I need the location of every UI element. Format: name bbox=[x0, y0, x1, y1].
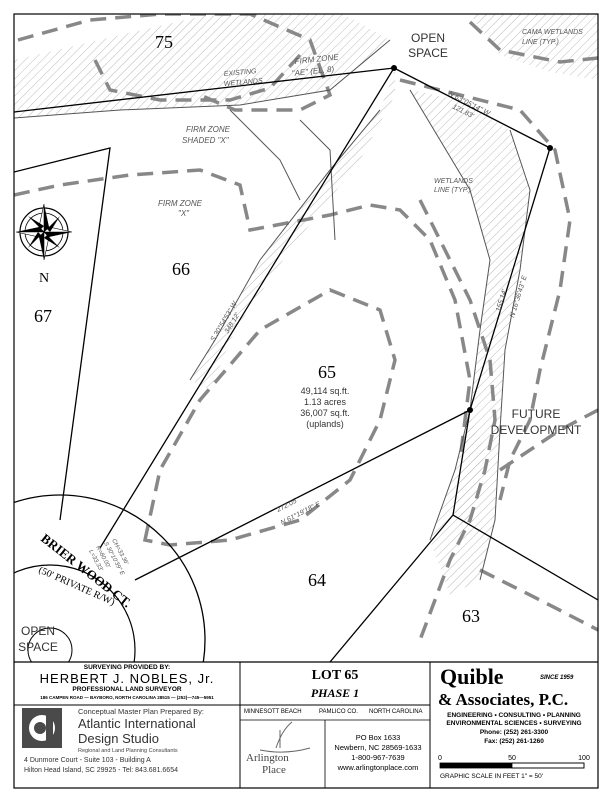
arlington-place-logo-icon bbox=[259, 721, 311, 753]
lot65-right-line bbox=[469, 147, 551, 411]
lot65-bottom-line bbox=[134, 409, 471, 581]
quible-fax: Fax: (252) 261-1260 bbox=[484, 738, 544, 745]
scale-label-50: 50 bbox=[508, 755, 516, 762]
dashed-line-uplands bbox=[142, 288, 397, 547]
quible-services-2: ENVIRONMENTAL SCIENCES • SURVEYING bbox=[446, 720, 582, 727]
firm-zone-ae-elev: "AE" (EL. 8) bbox=[291, 65, 335, 78]
survey-point-1 bbox=[391, 65, 397, 71]
aids-address-1: 4 Dunmore Court - Suite 103 - Building A bbox=[24, 757, 151, 764]
lot-area-sqft: 49,114 sq.ft. bbox=[301, 386, 350, 396]
location-beach: MINNESOTT BEACH bbox=[244, 709, 302, 715]
lot-number-66: 66 bbox=[172, 259, 190, 279]
cul-de-sac-outer bbox=[14, 494, 206, 662]
lot-area-acres: 1.13 acres bbox=[304, 397, 347, 407]
future-development-label: FUTURE bbox=[512, 407, 561, 421]
arlington-city: Newbern, NC 28569-1633 bbox=[334, 743, 422, 752]
aids-tagline: Regional and Land Planning Consultants bbox=[78, 748, 178, 754]
scale-text: GRAPHIC SCALE IN FEET 1" = 50' bbox=[440, 773, 543, 780]
lot-area-uplands-label: (uplands) bbox=[306, 419, 344, 429]
dashed-line-wetlands bbox=[418, 199, 497, 641]
survey-point-3 bbox=[467, 407, 473, 413]
wetlands-line-label: WETLANDS bbox=[434, 178, 473, 185]
dashed-line-future bbox=[499, 408, 598, 472]
arlington-website: www.arlingtonplace.com bbox=[337, 763, 419, 772]
cama-wetlands-label: CAMA WETLANDS bbox=[522, 29, 583, 36]
arlington-phone: 1-800-967-7639 bbox=[351, 753, 405, 762]
wetlands-line-label-2: LINE (TYP.) bbox=[434, 187, 471, 194]
dashed-line-bottom-right bbox=[479, 568, 598, 632]
dashed-line-75 bbox=[93, 53, 302, 102]
surveyor-name: HERBERT J. NOBLES, Jr. bbox=[39, 671, 215, 686]
arlington-logo-text-2: Place bbox=[262, 764, 286, 776]
wetland-hatch-top bbox=[14, 14, 390, 118]
thin-line-5 bbox=[299, 119, 336, 241]
surveyor-address: 186 CAMPEN ROAD — BAYBORO, NORTH CAROLIN… bbox=[40, 695, 214, 700]
quible-name: Quible bbox=[440, 664, 504, 689]
drawing-frame bbox=[13, 13, 599, 789]
quible-associates: & Associates, P.C. bbox=[438, 690, 569, 709]
cul-de-sac-inner bbox=[14, 564, 136, 662]
lot-line-66-67 bbox=[14, 147, 111, 521]
graphic-scale bbox=[439, 762, 585, 769]
wetland-hatch-left bbox=[190, 70, 395, 390]
thin-line-6 bbox=[229, 109, 301, 201]
arlington-logo-text: Arlington bbox=[246, 752, 289, 764]
thin-line-4 bbox=[479, 129, 531, 581]
survey-point-2 bbox=[547, 145, 553, 151]
aids-address-2: Hilton Head Island, SC 29925 - Tel: 843.… bbox=[24, 767, 178, 774]
firm-zone-x-label: FIRM ZONE bbox=[158, 199, 203, 208]
open-space-bottom-label-2: SPACE bbox=[18, 640, 58, 654]
lot-number-67: 67 bbox=[34, 306, 52, 326]
lot-line-64-bottom bbox=[329, 514, 454, 662]
aids-name-line-2: Design Studio bbox=[78, 731, 159, 746]
quible-services-1: ENGINEERING • CONSULTING • PLANNING bbox=[447, 712, 581, 719]
north-arrow-icon bbox=[15, 203, 73, 261]
location-state: NORTH CAROLINA bbox=[369, 709, 423, 715]
surveyor-title: PROFESSIONAL LAND SURVEYOR bbox=[72, 686, 182, 693]
lot65-left-line bbox=[99, 67, 395, 549]
wetland-hatch-right bbox=[410, 90, 530, 595]
scale-label-100: 100 bbox=[578, 755, 590, 762]
cama-wetlands-label-2: LINE (TYP.) bbox=[522, 39, 559, 46]
lot65-top-line bbox=[393, 67, 551, 149]
aids-prepared-by: Conceptual Master Plan Prepared By: bbox=[78, 707, 204, 716]
north-label: N bbox=[39, 271, 49, 286]
wetland-hatch-topright bbox=[470, 14, 598, 80]
cul-de-sac-center bbox=[27, 627, 73, 662]
dashed-line-right-upper bbox=[399, 78, 572, 501]
thin-line-2 bbox=[189, 109, 381, 381]
location-county: PAMLICO CO. bbox=[319, 709, 358, 715]
open-space-bottom-label: OPEN bbox=[21, 624, 55, 638]
lot-number-65: 65 bbox=[318, 362, 336, 382]
quible-since: SINCE 1959 bbox=[540, 675, 574, 681]
aids-logo-icon bbox=[22, 708, 62, 748]
existing-wetlands-label-2: WETLANDS bbox=[224, 78, 264, 88]
lot-number-63: 63 bbox=[462, 606, 480, 626]
future-development-label-2: DEVELOPMENT bbox=[491, 423, 582, 437]
road-edge-line bbox=[14, 67, 395, 113]
dashed-line-top bbox=[17, 14, 333, 112]
scale-label-0: 0 bbox=[438, 755, 442, 762]
surveyor-provided-by: SURVEYING PROVIDED BY: bbox=[83, 664, 171, 671]
thin-line-3 bbox=[409, 89, 491, 541]
dashed-line-firm-shaded bbox=[14, 168, 472, 461]
lot-number-64: 64 bbox=[308, 570, 326, 590]
firm-zone-shaded-label: FIRM ZONE bbox=[186, 125, 231, 134]
lot-number-75: 75 bbox=[155, 32, 173, 52]
phase-title: PHASE 1 bbox=[310, 686, 360, 700]
open-space-top-label: OPEN bbox=[411, 31, 445, 45]
lot-area-uplands-sqft: 36,007 sq.ft. bbox=[300, 408, 350, 418]
wetland-hatch-sliver bbox=[453, 412, 485, 540]
open-space-top-label-2: SPACE bbox=[408, 46, 448, 60]
firm-zone-x-value: "X" bbox=[178, 209, 190, 218]
existing-wetlands-label: EXISTING bbox=[224, 68, 258, 78]
aids-name-line-1: Atlantic International bbox=[78, 716, 196, 731]
firm-zone-shaded-x-label: SHADED "X" bbox=[182, 136, 230, 145]
lot-title: LOT 65 bbox=[311, 668, 359, 683]
quible-phone: Phone: (252) 261-3300 bbox=[479, 729, 549, 736]
arlington-po-box: PO Box 1633 bbox=[355, 733, 401, 742]
